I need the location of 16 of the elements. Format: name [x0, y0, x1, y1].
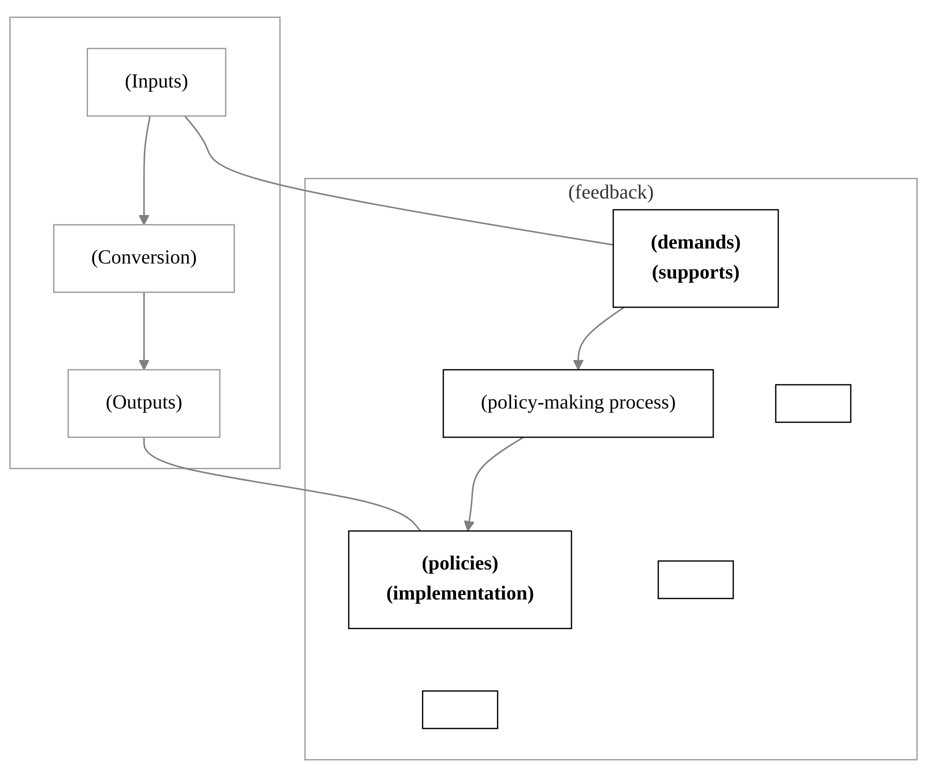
node-box: (Conversion) — [53, 224, 235, 293]
node-box — [658, 560, 734, 600]
node-box: (policy-making process) — [442, 369, 714, 438]
arrow — [138, 292, 150, 370]
connector — [184, 116, 614, 246]
arrow — [572, 306, 625, 370]
node-box — [422, 690, 498, 730]
node-box: (policies) (implementation) — [348, 530, 572, 630]
node-box: (demands) (supports) — [612, 209, 779, 308]
node-box: (Inputs) — [86, 48, 226, 117]
connector — [143, 437, 422, 532]
node-box: (Outputs) — [68, 369, 220, 438]
arrow — [464, 436, 524, 532]
cluster — [9, 16, 281, 470]
node-box — [775, 384, 852, 423]
arrow — [138, 116, 151, 226]
